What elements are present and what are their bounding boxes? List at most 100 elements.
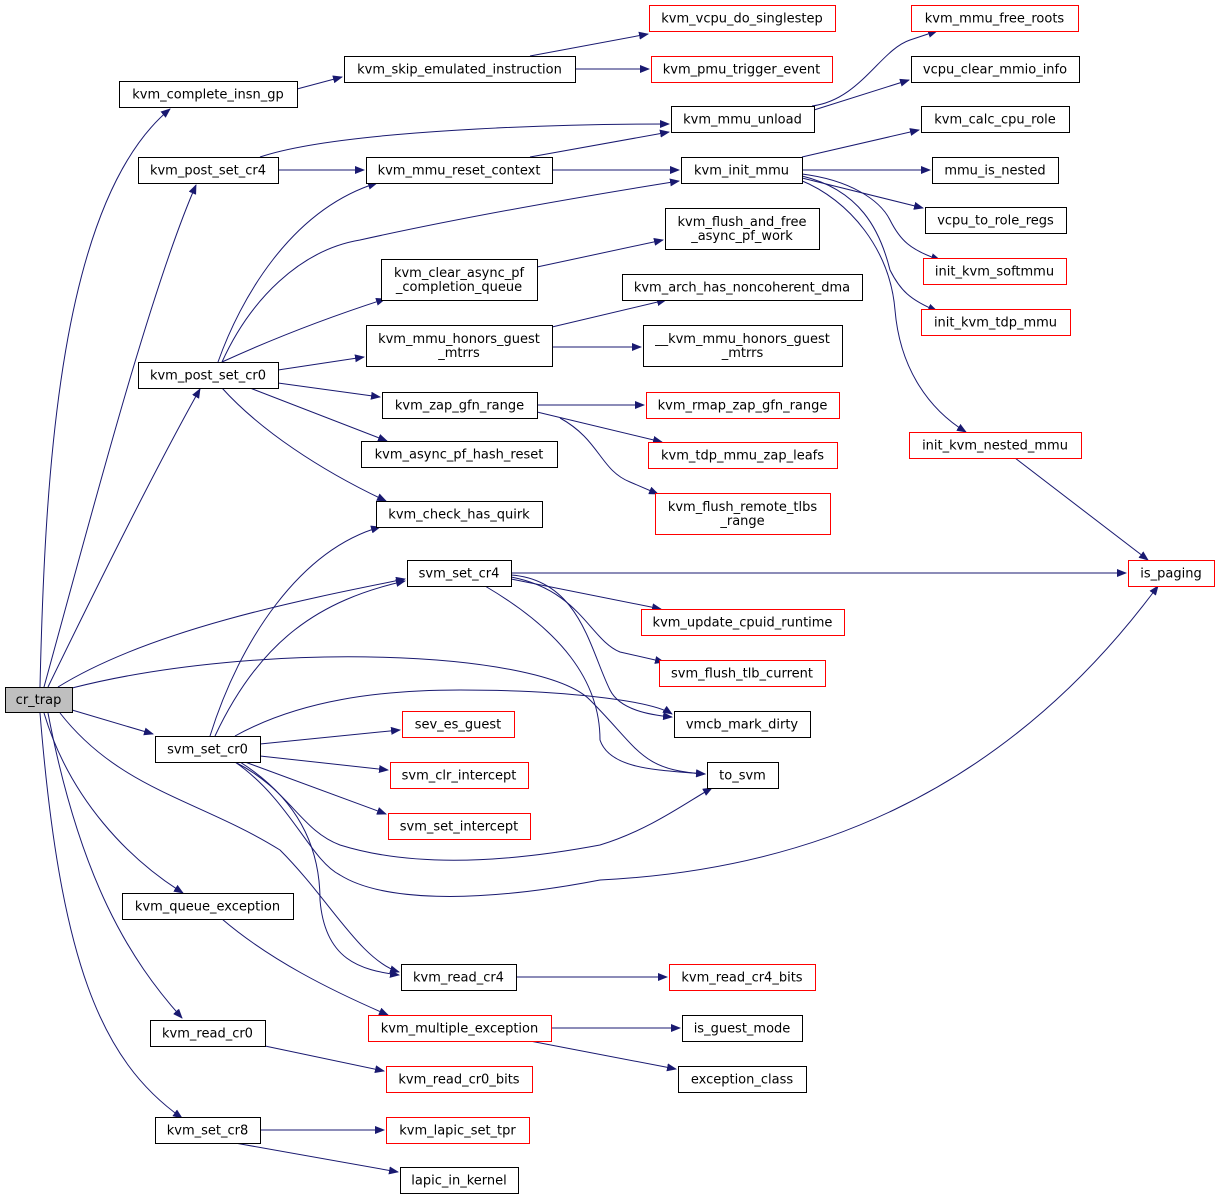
node-box[interactable] [1128,560,1215,587]
node-kvm-mmu-reset-context[interactable]: kvm_mmu_reset_context [366,157,553,184]
node-svm-set-intercept[interactable]: svm_set_intercept [388,813,531,840]
node-box[interactable] [155,1117,261,1144]
node-box[interactable] [671,106,815,133]
node-to-svm[interactable]: to_svm [707,762,779,789]
node-box[interactable] [643,325,843,367]
node-kvm-rmap-zap-gfn-range[interactable]: kvm_rmap_zap_gfn_range [646,392,840,419]
node-kvm-async-pf-hash-reset[interactable]: kvm_async_pf_hash_reset [361,441,558,468]
node-cr-trap[interactable]: cr_trap [5,687,73,713]
node-box[interactable] [646,392,840,419]
node-box[interactable] [707,762,779,789]
node-box[interactable] [366,157,553,184]
node-is-guest-mode[interactable]: is_guest_mode [682,1015,803,1042]
node-box[interactable] [407,560,512,587]
node-kvm-tdp-mmu-zap-leafs[interactable]: kvm_tdp_mmu_zap_leafs [648,442,838,469]
node-box[interactable] [682,1015,803,1042]
node-kvm-flush-remote-tlbs-range[interactable]: kvm_flush_remote_tlbs_range [655,493,831,535]
node-init-kvm-softmmu[interactable]: init_kvm_softmmu [923,258,1067,285]
node-svm-set-cr4[interactable]: svm_set_cr4 [407,560,512,587]
node-kvm-calc-cpu-role[interactable]: kvm_calc_cpu_role [921,106,1070,133]
node-kvm-post-set-cr0[interactable]: kvm_post_set_cr0 [138,362,279,389]
node-kvm-mmu-honors-guest-mtrrs[interactable]: __kvm_mmu_honors_guest_mtrrs [643,325,843,367]
node-box[interactable] [909,432,1082,459]
node-box[interactable] [344,56,576,83]
node-kvm-read-cr4-bits[interactable]: kvm_read_cr4_bits [669,964,816,991]
node-box[interactable] [138,157,279,184]
node-kvm-init-mmu[interactable]: kvm_init_mmu [681,157,803,184]
node-kvm-read-cr0-bits[interactable]: kvm_read_cr0_bits [386,1066,533,1093]
node-is-paging[interactable]: is_paging [1128,560,1215,587]
node-kvm-clear-async-pf-completion-queue[interactable]: kvm_clear_async_pf_completion_queue [381,259,538,301]
node-box[interactable] [5,687,73,713]
node-kvm-mmu-unload[interactable]: kvm_mmu_unload [671,106,815,133]
node-kvm-pmu-trigger-event[interactable]: kvm_pmu_trigger_event [651,56,833,83]
node-sev-es-guest[interactable]: sev_es_guest [402,711,515,738]
node-kvm-mmu-free-roots[interactable]: kvm_mmu_free_roots [911,5,1079,32]
node-box[interactable] [923,258,1067,285]
node-box[interactable] [669,964,816,991]
node-box[interactable] [925,207,1067,234]
node-box[interactable] [401,964,517,991]
node-box[interactable] [386,1066,533,1093]
node-box[interactable] [376,501,543,528]
node-box[interactable] [622,274,863,301]
node-svm-set-cr0[interactable]: svm_set_cr0 [155,736,261,763]
node-box[interactable] [390,762,529,789]
node-box[interactable] [122,893,294,920]
node-box[interactable] [400,1167,519,1194]
node-kvm-zap-gfn-range[interactable]: kvm_zap_gfn_range [382,392,538,419]
node-box[interactable] [641,609,845,636]
node-kvm-update-cpuid-runtime[interactable]: kvm_update_cpuid_runtime [641,609,845,636]
node-box[interactable] [388,813,531,840]
node-box[interactable] [932,157,1059,184]
node-box[interactable] [119,81,298,108]
node-box[interactable] [381,259,538,301]
node-vcpu-clear-mmio-info[interactable]: vcpu_clear_mmio_info [911,56,1080,83]
node-kvm-lapic-set-tpr[interactable]: kvm_lapic_set_tpr [386,1117,530,1144]
node-box[interactable] [911,56,1080,83]
node-kvm-set-cr8[interactable]: kvm_set_cr8 [155,1117,261,1144]
node-box[interactable] [402,711,515,738]
node-box[interactable] [678,1066,807,1093]
node-box[interactable] [911,5,1079,32]
node-kvm-flush-and-free-async-pf-work[interactable]: kvm_flush_and_free_async_pf_work [665,208,820,250]
node-kvm-read-cr0[interactable]: kvm_read_cr0 [150,1020,266,1047]
node-kvm-arch-has-noncoherent-dma[interactable]: kvm_arch_has_noncoherent_dma [622,274,863,301]
node-kvm-multiple-exception[interactable]: kvm_multiple_exception [368,1015,552,1042]
node-init-kvm-nested-mmu[interactable]: init_kvm_nested_mmu [909,432,1082,459]
node-kvm-skip-emulated-instruction[interactable]: kvm_skip_emulated_instruction [344,56,576,83]
node-box[interactable] [386,1117,530,1144]
node-box[interactable] [368,1015,552,1042]
node-kvm-check-has-quirk[interactable]: kvm_check_has_quirk [376,501,543,528]
node-box[interactable] [138,362,279,389]
node-box[interactable] [155,736,261,763]
node-lapic-in-kernel[interactable]: lapic_in_kernel [400,1167,519,1194]
node-kvm-post-set-cr4[interactable]: kvm_post_set_cr4 [138,157,279,184]
node-kvm-read-cr4[interactable]: kvm_read_cr4 [401,964,517,991]
node-box[interactable] [651,56,833,83]
node-box[interactable] [681,157,803,184]
node-vmcb-mark-dirty[interactable]: vmcb_mark_dirty [674,711,811,738]
node-init-kvm-tdp-mmu[interactable]: init_kvm_tdp_mmu [921,309,1071,336]
node-box[interactable] [649,5,836,32]
node-kvm-queue-exception[interactable]: kvm_queue_exception [122,893,294,920]
node-box[interactable] [674,711,811,738]
node-box[interactable] [382,392,538,419]
node-box[interactable] [648,442,838,469]
node-kvm-mmu-honors-guest-mtrrs[interactable]: kvm_mmu_honors_guest_mtrrs [366,325,553,367]
node-box[interactable] [921,309,1071,336]
node-mmu-is-nested[interactable]: mmu_is_nested [932,157,1059,184]
node-svm-clr-intercept[interactable]: svm_clr_intercept [390,762,529,789]
node-box[interactable] [921,106,1070,133]
node-box[interactable] [665,208,820,250]
node-exception-class[interactable]: exception_class [678,1066,807,1093]
node-box[interactable] [655,493,831,535]
node-box[interactable] [361,441,558,468]
node-vcpu-to-role-regs[interactable]: vcpu_to_role_regs [925,207,1067,234]
node-box[interactable] [366,325,553,367]
node-kvm-vcpu-do-singlestep[interactable]: kvm_vcpu_do_singlestep [649,5,836,32]
node-box[interactable] [659,660,826,687]
node-kvm-complete-insn-gp[interactable]: kvm_complete_insn_gp [119,81,298,108]
node-box[interactable] [150,1020,266,1047]
node-svm-flush-tlb-current[interactable]: svm_flush_tlb_current [659,660,826,687]
